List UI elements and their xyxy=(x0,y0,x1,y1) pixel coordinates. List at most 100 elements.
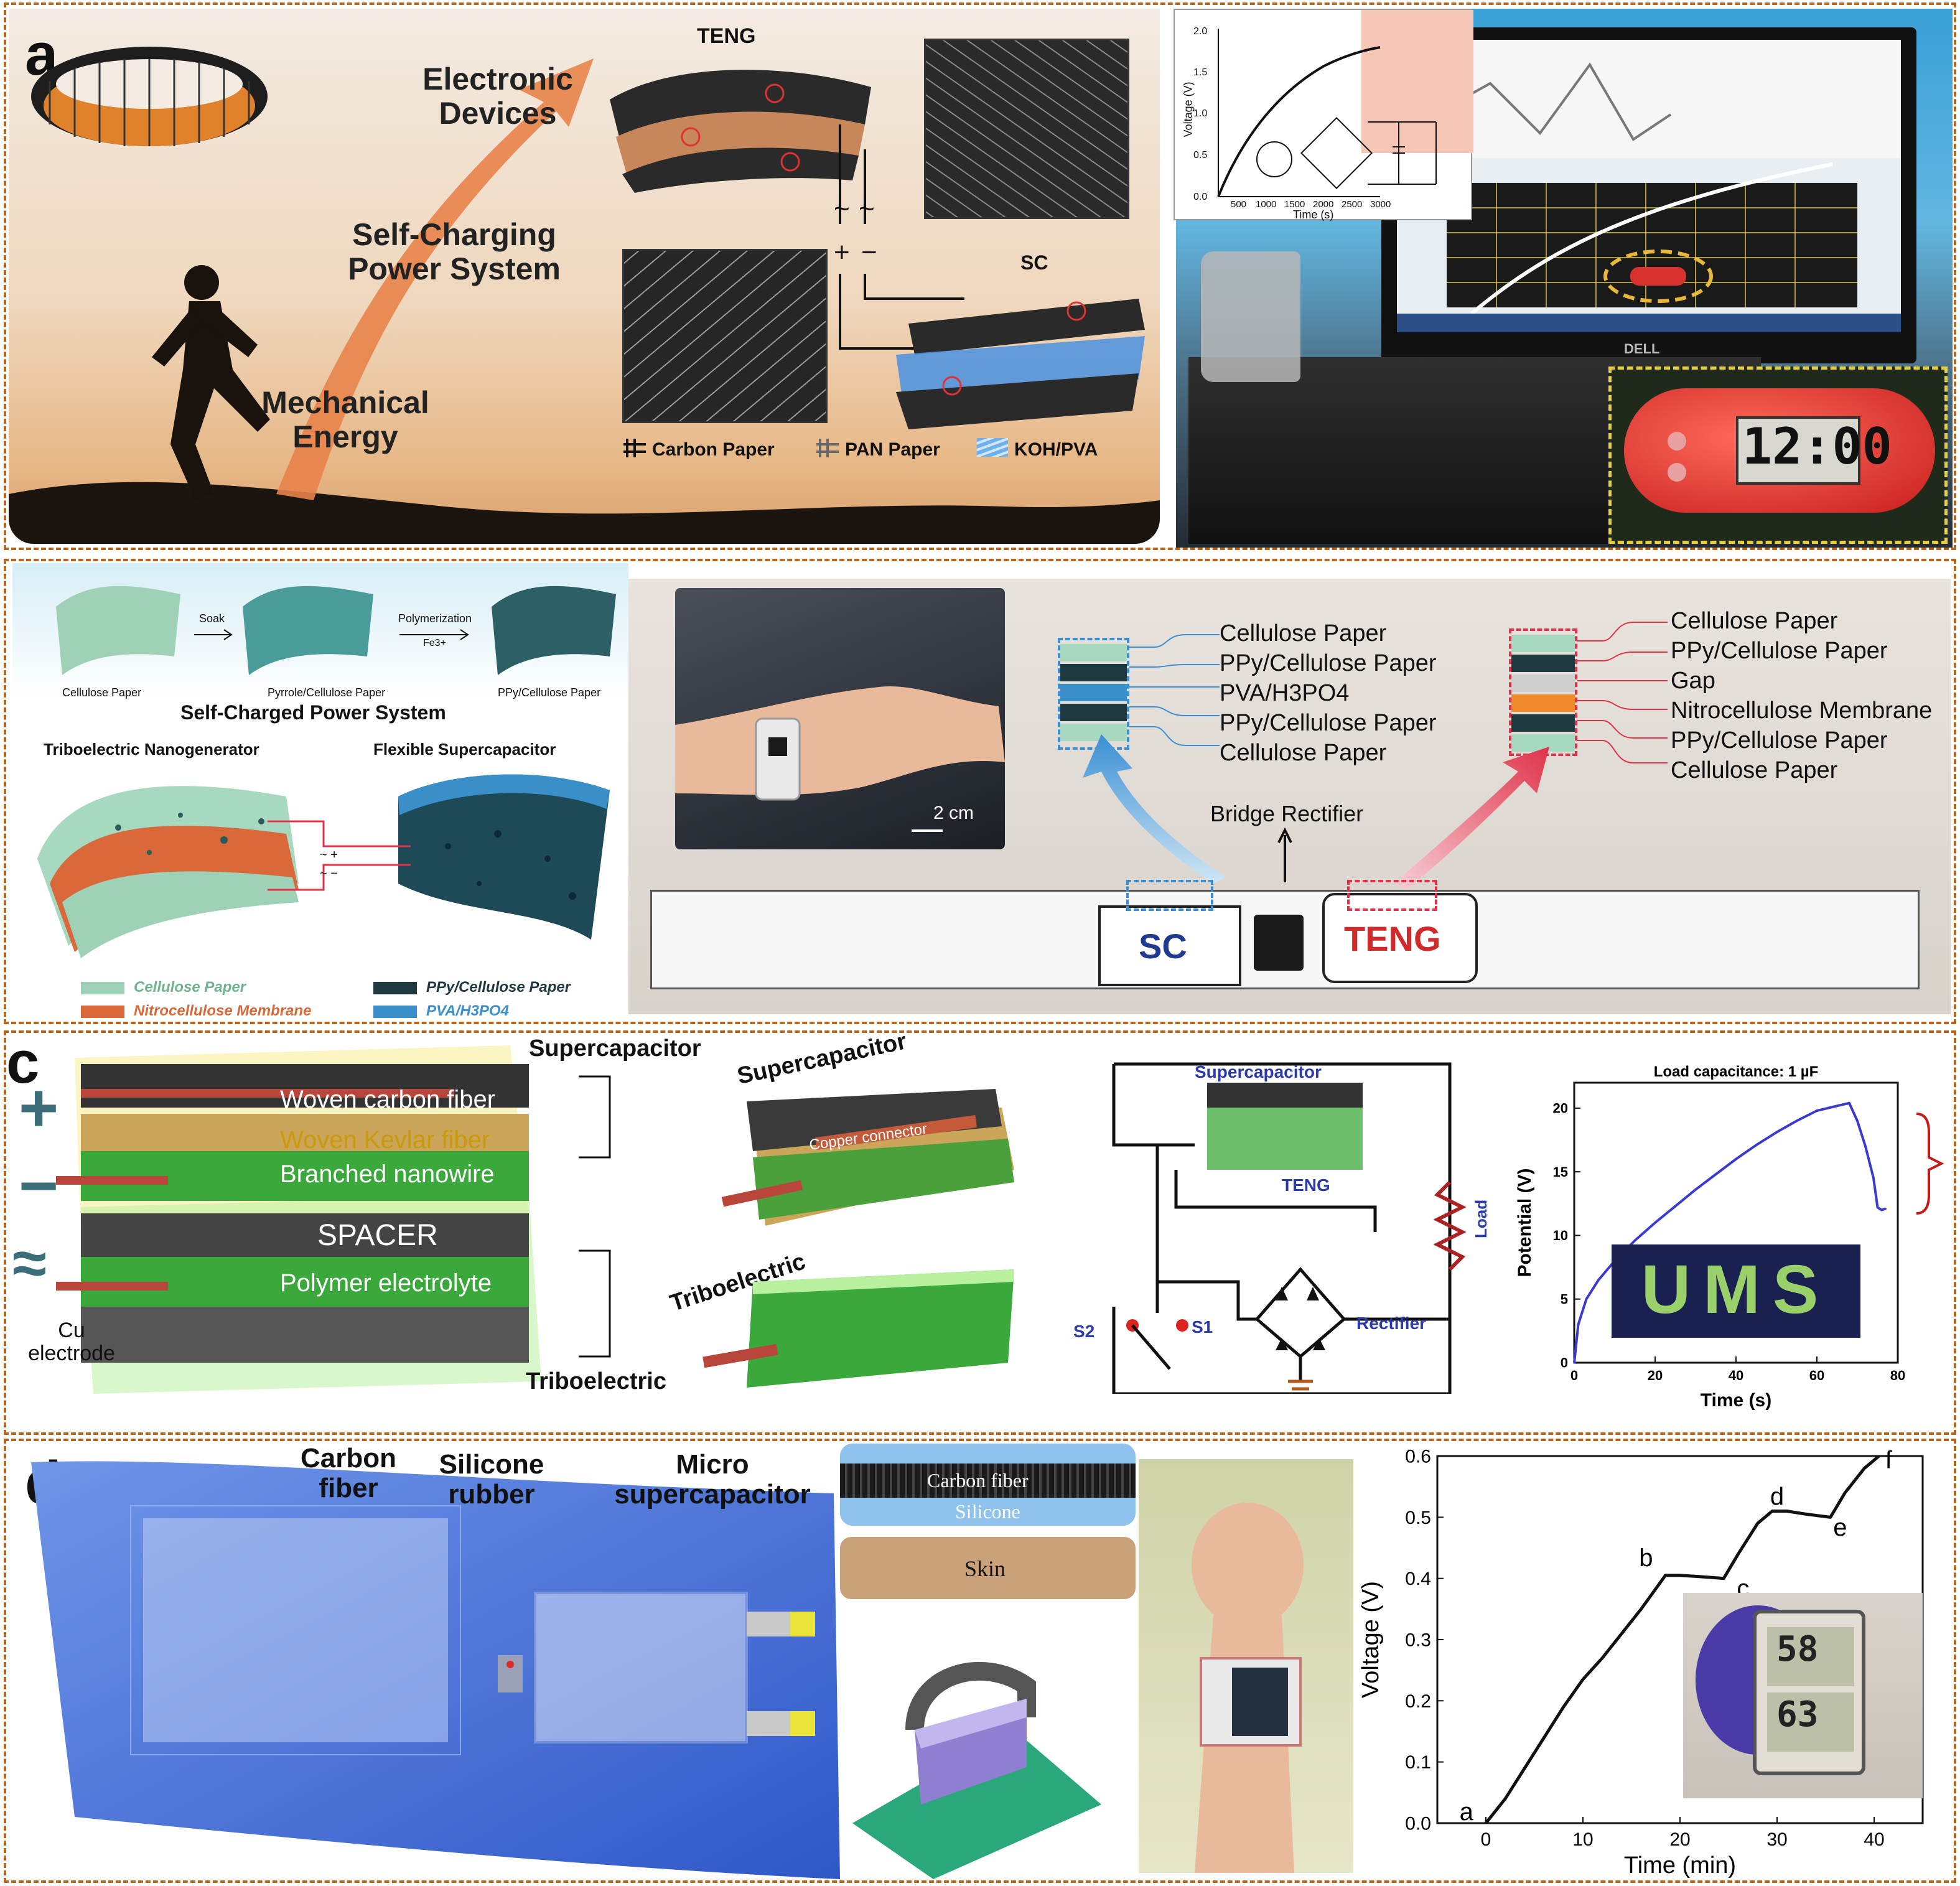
panel-c xyxy=(4,1030,1956,1435)
sc-layer-label-0: Cellulose Paper xyxy=(1220,620,1387,647)
data-point xyxy=(1816,1109,1818,1112)
x-axis-label: Time (min) xyxy=(1624,1852,1736,1879)
data-point xyxy=(1796,1119,1798,1122)
y-tick-label-2: 10 xyxy=(1553,1228,1568,1243)
y-tick-label-3: 0.3 xyxy=(1405,1630,1431,1651)
y-tick-label-0: 0.0 xyxy=(1405,1814,1431,1834)
clock-button-1 xyxy=(1668,432,1686,450)
panel-b xyxy=(4,559,1956,1024)
circuit-rectifier-label: Rectifier xyxy=(1356,1314,1427,1333)
scale-label: 2 cm xyxy=(933,803,974,823)
data-point xyxy=(1856,1119,1859,1122)
x-tick-label-3: 60 xyxy=(1809,1368,1824,1383)
layered-device-c xyxy=(56,1045,541,1394)
data-point xyxy=(1485,1822,1487,1824)
triboelectric-label-c: Triboelectric xyxy=(526,1368,666,1394)
sem-image-top xyxy=(924,39,1129,219)
voltage-inset: Voltage (V) Time (s) 0.0 0.5 1.0 1.5 2.0… xyxy=(1174,9,1473,221)
data-point xyxy=(1863,1467,1865,1470)
svg-text:−: − xyxy=(861,237,877,268)
teng-layer-label-2: Gap xyxy=(1671,668,1715,694)
legend-ppy: PPy/Cellulose Paper xyxy=(426,979,571,996)
arrow-1-label: Soak xyxy=(199,612,225,625)
teng-layer-3 xyxy=(1511,694,1575,712)
data-point xyxy=(1786,1510,1788,1512)
x-tick-label-3: 30 xyxy=(1766,1829,1787,1850)
y-tick-label-2: 0.2 xyxy=(1405,1691,1431,1712)
sc-layer-label-3: PPy/Cellulose Paper xyxy=(1220,710,1437,736)
x-tick-label-4: 40 xyxy=(1864,1829,1884,1850)
inset-ytick-3: 1.5 xyxy=(1193,67,1208,78)
inset-ytick-4: 2.0 xyxy=(1193,26,1208,37)
supercapacitor-label-c: Supercapacitor xyxy=(529,1035,701,1062)
data-point xyxy=(1679,1574,1681,1577)
legend-koh-pva: KOH/PVA xyxy=(1014,439,1098,460)
arrow-2-label: Polymerization xyxy=(398,612,472,625)
data-point xyxy=(1634,1239,1636,1242)
monitor-screen xyxy=(1397,40,1901,332)
y-tick-label-5: 0.5 xyxy=(1405,1508,1431,1528)
sc-title-b: Flexible Supercapacitor xyxy=(373,740,556,759)
inset-xtick-5: 3000 xyxy=(1370,199,1391,210)
data-point xyxy=(1504,1798,1506,1800)
data-point xyxy=(1771,1510,1773,1512)
data-point xyxy=(1848,1102,1850,1104)
legend-pva: PVA/H3PO4 xyxy=(426,1002,509,1019)
plus-sign-c: + xyxy=(19,1070,59,1146)
inset-ytick-0: 0.0 xyxy=(1193,192,1208,202)
cellulose-sheet-2 xyxy=(243,586,373,675)
data-point xyxy=(1755,1144,1757,1146)
y-tick-label-1: 0.1 xyxy=(1405,1752,1431,1773)
svg-text:~ −: ~ − xyxy=(320,867,338,880)
sc-layer-3 xyxy=(1060,704,1127,721)
layer-label-4: Polymer electrolyte xyxy=(280,1269,492,1297)
stack-skin-label: Skin xyxy=(964,1556,1006,1581)
panel-d xyxy=(4,1439,1956,1883)
data-point xyxy=(1562,1706,1565,1708)
x-tick-label-2: 40 xyxy=(1729,1368,1743,1383)
teng-layer-leaders xyxy=(1577,622,1668,763)
data-point xyxy=(1573,1361,1575,1364)
svg-text:+: + xyxy=(834,237,850,268)
y-axis-label: Voltage (V) xyxy=(1358,1581,1384,1698)
point-annotation-e: e xyxy=(1833,1514,1847,1541)
y-axis-label: Potential (V) xyxy=(1514,1168,1535,1277)
data-point xyxy=(1585,1298,1587,1300)
wrist-clip-drawing xyxy=(852,1661,1101,1879)
device-top-reading: 58 xyxy=(1776,1629,1819,1669)
legend-swatch-ppy xyxy=(373,982,417,994)
data-point xyxy=(1674,1205,1676,1207)
data-point xyxy=(1805,1513,1808,1515)
inset-xtick-0: 500 xyxy=(1231,199,1247,210)
legend-nitrocellulose: Nitrocellulose Membrane xyxy=(134,1002,312,1019)
y-tick-label-4: 20 xyxy=(1553,1101,1568,1116)
circuit-schematic-c xyxy=(1112,1062,1467,1394)
panel-a-scene xyxy=(9,9,1160,544)
data-point xyxy=(1844,1492,1846,1494)
x-axis-label: Time (s) xyxy=(1701,1390,1771,1411)
teng-device-photo xyxy=(1201,251,1300,382)
legend-swatch-pva xyxy=(373,1006,417,1018)
teng-layer-label-4: PPy/Cellulose Paper xyxy=(1671,727,1888,754)
sc-layer-leaders xyxy=(1129,634,1220,746)
legend-cellulose: Cellulose Paper xyxy=(134,979,246,996)
sc-illustration-a xyxy=(896,299,1145,429)
discharge-bracket xyxy=(1916,1113,1944,1215)
legend-swatch-nitrocellulose xyxy=(81,1006,124,1018)
series-line xyxy=(1485,1455,1880,1824)
data-point xyxy=(1722,1577,1725,1580)
inset-xtick-3: 2000 xyxy=(1313,199,1334,210)
teng-layer-4 xyxy=(1511,714,1575,732)
y-tick-label-3: 15 xyxy=(1553,1164,1568,1180)
data-point xyxy=(1757,1522,1759,1524)
data-point xyxy=(1640,1608,1643,1610)
teng-title-b: Triboelectric Nanogenerator xyxy=(44,740,259,759)
sc-tag: SC xyxy=(1139,927,1187,966)
teng-layer-label-0: Cellulose Paper xyxy=(1671,608,1838,634)
inset-ytick-2: 1.0 xyxy=(1193,108,1208,119)
bridge-arrow xyxy=(1277,828,1292,882)
self-charging-label: Self-Charging Power System xyxy=(348,217,561,286)
sc-drawing-b xyxy=(398,774,610,940)
chart-title: Load capacitance: 1 µF xyxy=(1654,1063,1819,1080)
